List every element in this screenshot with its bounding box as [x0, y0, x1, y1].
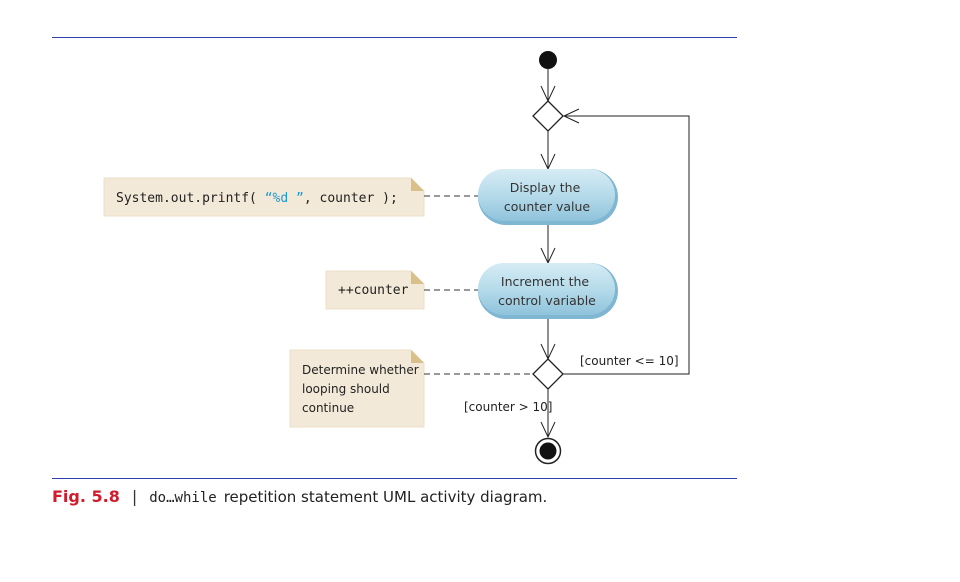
caption-code: do…while: [149, 490, 217, 506]
note-decision-line: continue: [302, 401, 354, 415]
note-decision: Determine whether looping should continu…: [289, 349, 425, 428]
caption-text: repetition statement UML activity diagra…: [223, 488, 548, 506]
figure-caption: Fig. 5.8 | do…while repetition statement…: [52, 487, 547, 506]
code-prefix: System.out.printf(: [116, 191, 265, 206]
action-display-text: Display the counter value: [504, 180, 591, 214]
top-rule: [52, 37, 737, 38]
action-increment: Increment the control variable: [478, 263, 618, 319]
action-display: Display the counter value: [478, 169, 618, 225]
note-decision-line: Determine whether: [302, 363, 419, 377]
note-decision-text: Determine whether looping should continu…: [302, 363, 423, 415]
arrowhead: [562, 108, 580, 124]
code-suffix: , counter );: [304, 191, 398, 206]
code-string-literal: “%d ”: [265, 191, 304, 206]
figure-number: Fig. 5.8: [52, 487, 120, 506]
note-printf-text: System.out.printf( “%d ”, counter );: [116, 191, 398, 206]
arrowhead: [540, 421, 556, 439]
flow-loop-back: [563, 115, 690, 375]
caption-separator: |: [131, 487, 138, 506]
guard-loop-label: [counter <= 10]: [580, 354, 679, 368]
merge-node: [532, 100, 564, 132]
note-increment-text: ++counter: [338, 283, 409, 298]
initial-state: [539, 51, 557, 69]
decision-node: [532, 358, 564, 390]
action-increment-text: Increment the control variable: [498, 274, 596, 308]
note-increment: ++counter: [325, 270, 425, 310]
bottom-rule: [52, 478, 737, 479]
action-line: counter value: [504, 199, 591, 214]
action-line: Increment the: [501, 274, 590, 289]
action-line: control variable: [498, 293, 596, 308]
action-line: Display the: [510, 180, 581, 195]
note-decision-line: looping should: [302, 382, 390, 396]
note-printf: System.out.printf( “%d ”, counter );: [103, 177, 425, 217]
final-state: [534, 437, 562, 465]
guard-exit-label: [counter > 10]: [464, 400, 553, 414]
